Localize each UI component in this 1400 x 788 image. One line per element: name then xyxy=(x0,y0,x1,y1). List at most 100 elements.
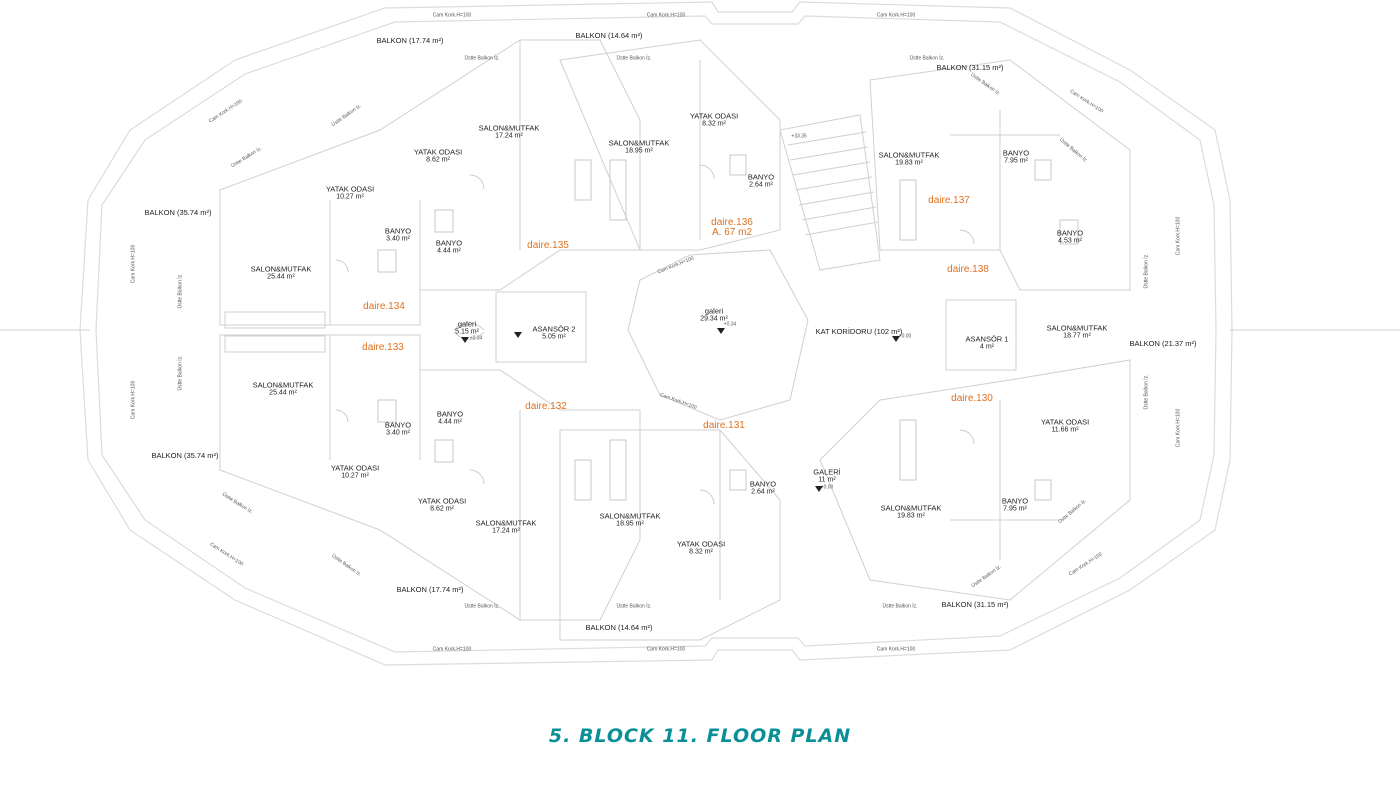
railing-note: Cam Kork.H=100 xyxy=(130,244,137,284)
balcony-trace-note: Üstte Balkon İz. xyxy=(464,603,500,610)
balcony-trace-note: Üstte Balkon İz. xyxy=(969,71,1002,97)
inner-outline xyxy=(95,15,1217,653)
unit-label: daire.130 xyxy=(951,392,993,404)
balcony-trace-note: Üstte Balkon İz. xyxy=(882,603,918,610)
plan-title: 5. BLOCK 11. FLOOR PLAN xyxy=(548,725,852,747)
railing-note: Cam Kork.H=100 xyxy=(130,380,137,420)
floor-plan-drawing xyxy=(0,1,1400,666)
elevator-1-shaft xyxy=(945,299,1017,371)
room-label: BALKON (21.37 m²) xyxy=(1129,339,1197,349)
railing-note: Cam Kork.H=100 xyxy=(1067,551,1104,578)
unit-label: daire.138 xyxy=(947,263,989,275)
balcony-trace-note: Üstte Balkon İz. xyxy=(177,355,184,391)
balcony-trace-note: Üstte Balkon İz. xyxy=(177,273,184,309)
central-gallery xyxy=(627,249,809,421)
level-marker-icon xyxy=(815,486,823,492)
unit-label: daire.133 xyxy=(362,341,404,353)
balcony-trace-note: Üstte Balkon İz. xyxy=(1058,136,1089,165)
outer-wall xyxy=(79,1,1233,666)
unit-label: daire.135 xyxy=(527,239,569,251)
left-wing-wall xyxy=(219,39,641,326)
right-wing-wall-lower xyxy=(819,359,1131,601)
room-label: BALKON (35.74 m²) xyxy=(151,451,219,461)
balcony-trace-note: Üstte Balkon İz. xyxy=(464,55,500,62)
unit-label: daire.132 xyxy=(525,400,567,412)
balcony-trace-note: Üstte Balkon İz. xyxy=(1143,374,1150,410)
level-note: +33.35 xyxy=(791,133,807,140)
railing-note: Cam Kork.H=100 xyxy=(656,255,695,276)
balcony-trace-note: Üstte Balkon İz. xyxy=(616,55,652,62)
unit-label: daire.137 xyxy=(928,194,970,206)
railing-note: Cam Kork.H=100 xyxy=(646,646,686,653)
stair xyxy=(779,114,881,271)
railing-note: Cam Kork.H=100 xyxy=(207,98,244,125)
balcony-trace-note: Üstte Balkon İz. xyxy=(1143,253,1150,289)
balcony-trace-note: Üstte Balkon İz. xyxy=(230,145,264,170)
level-note: +0.34 xyxy=(723,321,737,328)
balcony-trace-note: Üstte Balkon İz. xyxy=(970,563,1003,589)
railing-note: Cam Kork.H=100 xyxy=(1175,216,1182,256)
right-wing-wall xyxy=(869,59,1131,291)
railing-note: Cam Kork.H=100 xyxy=(659,392,698,411)
upper-middle-wall xyxy=(559,39,781,251)
level-marker-icon xyxy=(717,328,725,334)
railing-note: Cam Kork.H=100 xyxy=(646,12,686,19)
railing-note: Cam Kork.H=100 xyxy=(432,646,472,653)
balcony-trace-note: Üstte Balkon İz. xyxy=(1057,497,1088,526)
level-marker-icon xyxy=(514,332,522,338)
unit-label: A. 67 m2 xyxy=(711,226,753,238)
railing-note: Cam Kork.H=100 xyxy=(1175,408,1182,448)
railing-note: Cam Kork.H=100 xyxy=(876,646,916,653)
railing-note: Cam Kork.H=100 xyxy=(1068,88,1105,115)
balcony-trace-note: Üstte Balkon İz. xyxy=(220,491,254,516)
level-marker-icon xyxy=(461,337,469,343)
room-label: BALKON (14.64 m²) xyxy=(575,31,643,41)
room-label: BALKON (17.74 m²) xyxy=(396,585,464,595)
balcony-trace-note: Üstte Balkon İz. xyxy=(330,552,363,578)
room-label: BALKON (35.74 m²) xyxy=(144,208,212,218)
balcony-trace-note: Üstte Balkon İz. xyxy=(909,55,945,62)
room-label: BALKON (14.64 m²) xyxy=(585,623,653,633)
railing-note: Cam Kork.H=100 xyxy=(876,12,916,19)
unit-label: daire.134 xyxy=(363,300,405,312)
railing-note: Cam Kork.H=100 xyxy=(432,12,472,19)
room-label: KAT KORİDORU (102 m²) xyxy=(815,327,903,337)
left-wing-wall-lower xyxy=(219,334,641,621)
elevator-2-shaft xyxy=(495,291,587,363)
room-label: BALKON (31.15 m²) xyxy=(936,63,1004,73)
balcony-trace-note: Üstte Balkon İz. xyxy=(616,603,652,610)
balcony-trace-note: Üstte Balkon İz. xyxy=(330,102,363,128)
unit-label: daire.136 xyxy=(711,216,753,228)
floor-plan: daire.134 daire.133 daire.135 daire.132 … xyxy=(0,1,1400,666)
level-note: +0.00 xyxy=(898,333,912,340)
level-marker-icon xyxy=(892,336,900,342)
room-label: BALKON (17.74 m²) xyxy=(376,36,444,46)
